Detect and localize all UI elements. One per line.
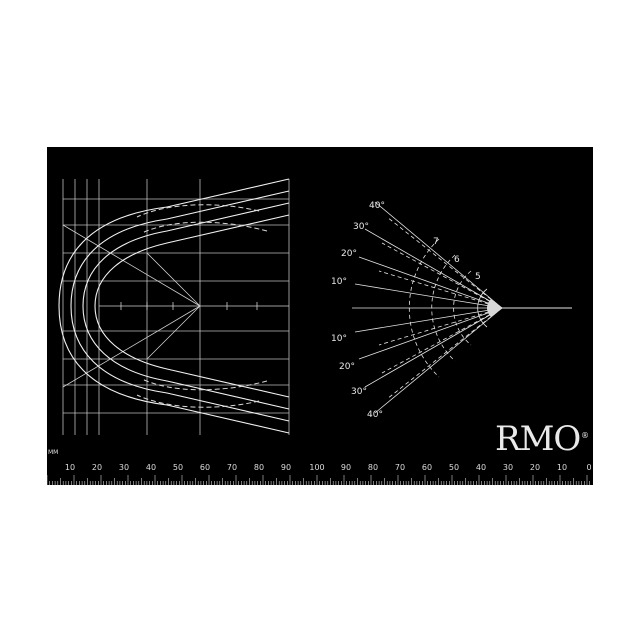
- scale-label-right-30: 30: [503, 463, 513, 472]
- scale-label-right-90: 90: [341, 463, 351, 472]
- scale-label-left-60: 60: [200, 463, 210, 472]
- angle-label-down-10: 10°: [331, 334, 347, 344]
- scale-label-right-0: 0: [586, 463, 591, 472]
- scale-label-left-80: 80: [254, 463, 264, 472]
- scale-label-right-50: 50: [449, 463, 459, 472]
- scale-label-left-50: 50: [173, 463, 183, 472]
- mm-scale-labels: 10 20 30 40 50 60 70 80 90 100 90 80 70 …: [65, 463, 592, 472]
- angle-label-up-40: 40°: [369, 201, 385, 211]
- arch-midline: [62, 224, 289, 388]
- ruler-card: 40° 30° 20° 10° 10° 20° 30° 40° 7 6 5 10…: [47, 147, 593, 485]
- scale-label-right-20: 20: [530, 463, 540, 472]
- scale-label-left-20: 20: [92, 463, 102, 472]
- scale-label-right-80: 80: [368, 463, 378, 472]
- angle-label-down-20: 20°: [339, 362, 355, 372]
- scale-label-right-10: 10: [557, 463, 567, 472]
- fan-angle-labels: 40° 30° 20° 10° 10° 20° 30° 40° 7 6 5: [331, 201, 481, 420]
- angle-label-down-40: 40°: [367, 410, 383, 420]
- arc-label-7: 7: [433, 237, 439, 247]
- scale-label-right-70: 70: [395, 463, 405, 472]
- angle-label-up-10: 10°: [331, 277, 347, 287]
- fan-hub: [486, 299, 502, 317]
- registered-mark: ®: [581, 431, 589, 440]
- scale-label-left-10: 10: [65, 463, 75, 472]
- arc-label-6: 6: [454, 255, 460, 265]
- scale-label-right-40: 40: [476, 463, 486, 472]
- scale-label-left-30: 30: [119, 463, 129, 472]
- arc-label-5: 5: [475, 272, 481, 282]
- scale-label-right-60: 60: [422, 463, 432, 472]
- angle-label-up-20: 20°: [341, 249, 357, 259]
- template-drawing: 40° 30° 20° 10° 10° 20° 30° 40° 7 6 5 10…: [47, 178, 592, 485]
- scale-unit-label: MM: [48, 449, 59, 456]
- scale-label-left-90: 90: [281, 463, 291, 472]
- scale-label-center-100: 100: [309, 463, 324, 472]
- arch-curves: [58, 178, 290, 434]
- mm-scale-ticks: [47, 475, 591, 485]
- angle-label-up-30: 30°: [353, 222, 369, 232]
- scale-label-left-70: 70: [227, 463, 237, 472]
- brand-logo: RMO: [495, 419, 581, 459]
- scale-label-left-40: 40: [146, 463, 156, 472]
- arch-dashed-curves: [136, 204, 268, 408]
- angle-fan: [352, 201, 572, 414]
- angle-label-down-30: 30°: [351, 387, 367, 397]
